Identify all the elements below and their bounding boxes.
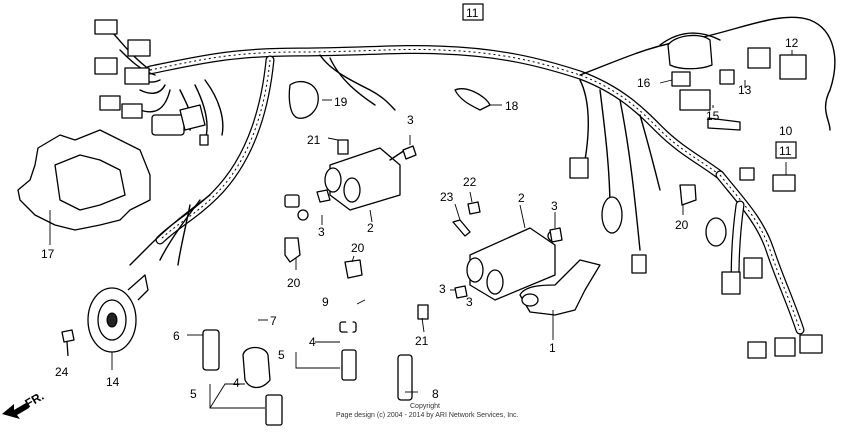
callout-9: 9 [322, 295, 329, 309]
callout-23: 23 [440, 190, 454, 204]
callout-19: 19 [334, 95, 348, 109]
callout-6: 6 [173, 329, 180, 343]
callout-8: 8 [432, 387, 439, 401]
callout-10: 10 [779, 124, 793, 138]
callout-5: 5 [278, 348, 285, 362]
connector-cluster-left [94, 19, 209, 146]
callout-1: 1 [549, 341, 556, 355]
callout-21: 21 [415, 334, 429, 348]
callout-20: 20 [675, 218, 689, 232]
callout-13: 13 [738, 83, 752, 97]
boxed-reference-right: 11 [775, 141, 797, 159]
part-24-bolt [61, 329, 75, 357]
callout-20: 20 [287, 276, 301, 290]
part-7-plug-wire [242, 209, 309, 389]
part-5-cap-lower [265, 394, 283, 426]
callout-12: 12 [785, 36, 799, 50]
callout-3: 3 [407, 113, 414, 127]
callout-5: 5 [190, 387, 197, 401]
part-17-bracket [17, 129, 151, 245]
callout-24: 24 [55, 365, 69, 379]
callout-20: 20 [351, 241, 365, 255]
part-6-plug-wire [202, 194, 300, 371]
callout-17: 17 [41, 247, 55, 261]
callout-4: 4 [233, 376, 240, 390]
boxed-reference-label: 11 [779, 144, 792, 158]
part-9-plug-wire [346, 260, 464, 334]
boxed-reference-top: 11 [462, 3, 484, 21]
callout-3: 3 [466, 295, 473, 309]
callout-18: 18 [505, 99, 519, 113]
part-1-coil-bracket [519, 259, 601, 340]
callout-15: 15 [706, 109, 720, 123]
callout-14: 14 [106, 375, 120, 389]
callout-2: 2 [518, 191, 525, 205]
part-8-plug-wire [388, 282, 484, 401]
callout-22: 22 [463, 175, 477, 189]
callout-3: 3 [439, 282, 446, 296]
front-direction-indicator: FR. [2, 389, 46, 419]
callout-3: 3 [551, 199, 558, 213]
copyright-line-2: Page design (c) 2004 - 2014 by ARI Netwo… [336, 412, 519, 419]
boxed-reference-label: 11 [466, 6, 479, 20]
leader-lines [187, 50, 793, 409]
part-14-horn [87, 274, 149, 370]
callout-4: 4 [309, 335, 316, 349]
main-wire-harness [109, 16, 836, 335]
hardware-parts [284, 34, 823, 359]
callout-2: 2 [367, 221, 374, 235]
copyright-line-1: Copyright [410, 403, 440, 410]
callout-7: 7 [270, 314, 277, 328]
callout-labels: 1 2 2 3 3 3 3 3 4 4 5 5 6 7 8 9 10 12 13… [41, 36, 799, 401]
front-arrow-icon [2, 403, 29, 419]
callout-16: 16 [637, 76, 651, 90]
callout-21: 21 [307, 133, 321, 147]
copyright-notice: Copyright Page design (c) 2004 - 2014 by… [336, 403, 519, 419]
part-2-ignition-coil-upper [324, 147, 406, 211]
callout-3: 3 [318, 225, 325, 239]
